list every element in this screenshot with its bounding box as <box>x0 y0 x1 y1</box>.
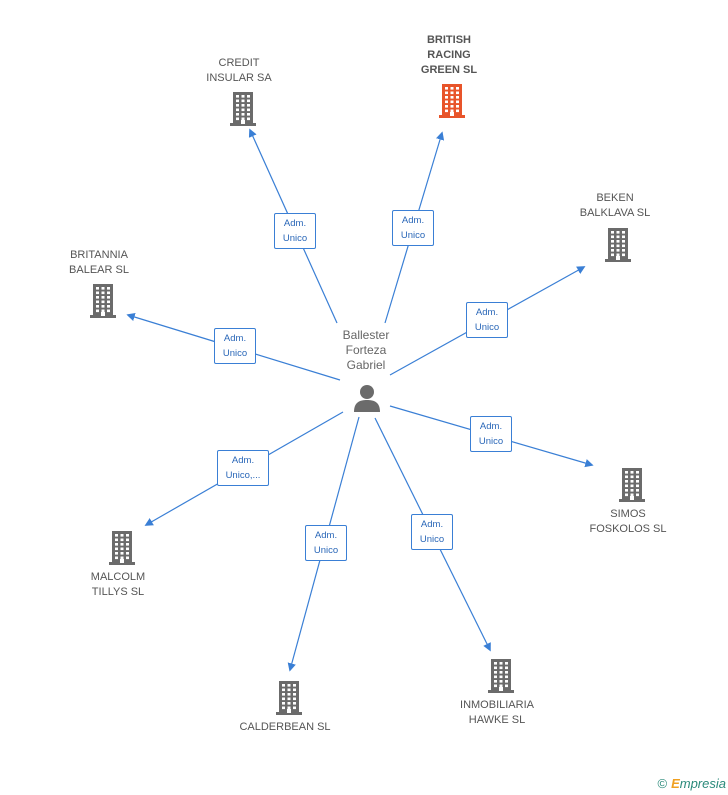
relation-badge-britannia-balear[interactable]: Adm. Unico <box>214 328 256 364</box>
brand-logo-text: mpresia <box>679 776 726 791</box>
center-name-line: Forteza <box>345 343 387 357</box>
center-person-name[interactable]: Ballester Forteza Gabriel <box>343 328 390 373</box>
relation-badge-simos-foskolos[interactable]: Adm. Unico <box>470 416 512 452</box>
relation-line: Unico <box>478 436 504 447</box>
relation-line: Unico <box>474 322 500 333</box>
relation-line: Adm. <box>475 307 499 318</box>
relation-badge-malcolm-tillys[interactable]: Adm. Unico,... <box>217 450 269 486</box>
company-name-britannia-balear[interactable]: BRITANNIA BALEAR SL <box>69 248 129 278</box>
relation-line: Unico <box>282 233 308 244</box>
relation-line: Adm. <box>283 218 307 229</box>
building-icon[interactable] <box>617 468 647 507</box>
company-name-inmobiliaria-hawke[interactable]: INMOBILIARIA HAWKE SL <box>460 698 534 728</box>
company-name-line: FOSKOLOS SL <box>589 523 667 535</box>
company-name-line: SIMOS <box>610 508 646 520</box>
relation-badge-credit-insular[interactable]: Adm. Unico <box>274 213 316 249</box>
brand-logo-initial: E <box>671 776 680 791</box>
building-icon[interactable] <box>437 84 467 123</box>
copyright-icon: © <box>657 776 668 791</box>
person-icon[interactable] <box>352 383 382 413</box>
building-icon[interactable] <box>88 284 118 323</box>
company-name-line: BALEAR SL <box>69 264 129 276</box>
company-name-beken-balklava[interactable]: BEKEN BALKLAVA SL <box>580 191 651 221</box>
company-name-line: GREEN SL <box>420 64 478 76</box>
company-name-british-racing[interactable]: BRITISH RACING GREEN SL <box>421 33 477 78</box>
company-name-line: RACING <box>427 49 471 61</box>
building-icon[interactable] <box>603 228 633 267</box>
relation-line: Unico <box>313 545 339 556</box>
company-name-calderbean[interactable]: CALDERBEAN SL <box>239 720 330 735</box>
relation-badge-inmobiliaria-hawke[interactable]: Adm. Unico <box>411 514 453 550</box>
footer-brand: ©Empresia <box>657 776 726 791</box>
building-icon[interactable] <box>107 531 137 570</box>
center-name-line: Gabriel <box>346 358 386 372</box>
relation-badge-beken-balklava[interactable]: Adm. Unico <box>466 302 508 338</box>
company-name-line: INMOBILIARIA <box>460 699 534 711</box>
relation-line: Unico <box>419 534 445 545</box>
company-name-line: MALCOLM <box>90 571 146 583</box>
building-icon[interactable] <box>486 659 516 698</box>
relation-badge-calderbean[interactable]: Adm. Unico <box>305 525 347 561</box>
company-name-credit-insular[interactable]: CREDIT INSULAR SA <box>206 56 271 86</box>
company-name-line: BEKEN <box>596 192 634 204</box>
company-name-line: CREDIT <box>218 57 260 69</box>
company-name-simos-foskolos[interactable]: SIMOS FOSKOLOS SL <box>589 507 666 537</box>
relation-line: Unico <box>400 230 426 241</box>
company-name-line: TILLYS SL <box>91 586 145 598</box>
relation-line: Adm. <box>223 333 247 344</box>
company-name-line: BRITISH <box>426 34 471 46</box>
relation-line: Unico <box>222 348 248 359</box>
relation-line: Adm. <box>401 215 425 226</box>
relation-line: Adm. <box>479 421 503 432</box>
company-name-malcolm-tillys[interactable]: MALCOLM TILLYS SL <box>91 570 145 600</box>
relation-line: Unico,... <box>225 470 261 481</box>
relation-line: Adm. <box>420 519 444 530</box>
building-icon[interactable] <box>228 92 258 131</box>
company-name-line: BRITANNIA <box>70 249 128 261</box>
relation-line: Adm. <box>231 455 255 466</box>
relation-badge-british-racing[interactable]: Adm. Unico <box>392 210 434 246</box>
company-name-line: BALKLAVA SL <box>579 207 651 219</box>
building-icon[interactable] <box>274 681 304 720</box>
company-name-line: INSULAR SA <box>206 72 272 84</box>
relation-line: Adm. <box>314 530 338 541</box>
company-name-line: HAWKE SL <box>468 714 526 726</box>
center-name-line: Ballester <box>342 328 390 342</box>
company-name-line: CALDERBEAN SL <box>239 721 331 733</box>
